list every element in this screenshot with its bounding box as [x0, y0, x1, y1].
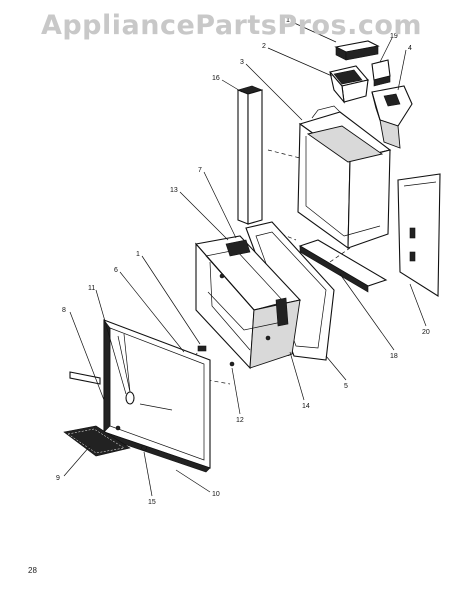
- callout-10: 10: [212, 491, 220, 498]
- callout-17: 17: [286, 17, 294, 24]
- part-18-strip: [298, 239, 388, 293]
- callout-14: 14: [302, 403, 310, 410]
- callout-2: 2: [262, 43, 266, 50]
- part-19-bracket: [371, 59, 391, 87]
- part-4-chute: [371, 85, 413, 149]
- leader-lines: [63, 21, 427, 497]
- part-9-grille: [63, 425, 131, 457]
- callout-15: 15: [148, 499, 156, 506]
- callout-3: 3: [240, 59, 244, 66]
- callout-8: 8: [62, 307, 66, 314]
- part-8-door-panel: [99, 319, 211, 473]
- callout-19: 19: [390, 33, 398, 40]
- callout-18: 18: [390, 353, 398, 360]
- callout-labels: 17 19 2 4 3 16 7 13 1 6 11 8 9 15 10 12 …: [56, 17, 430, 506]
- page-number: 28: [28, 566, 37, 575]
- callout-4: 4: [408, 45, 412, 52]
- part-2-ice-bin: [328, 65, 370, 104]
- callout-1: 1: [136, 251, 140, 258]
- part-10-screw: [115, 425, 121, 431]
- part-12-screw: [229, 361, 235, 367]
- callout-9: 9: [56, 475, 60, 482]
- part-13-inner-liner: [194, 235, 302, 370]
- callout-6: 6: [114, 267, 118, 274]
- part-3-housing: [297, 105, 392, 250]
- callout-12: 12: [236, 417, 244, 424]
- part-20-side-panel: [397, 173, 441, 297]
- callout-16: 16: [212, 75, 220, 82]
- part-17-cover: [334, 40, 380, 61]
- callout-13: 13: [170, 187, 178, 194]
- part-15-screw: [141, 445, 147, 451]
- callout-5: 5: [344, 383, 348, 390]
- part-1-clip: [197, 345, 207, 352]
- callout-7: 7: [198, 167, 202, 174]
- callout-11: 11: [88, 285, 95, 292]
- callout-20: 20: [422, 329, 430, 336]
- part-16-foam-block: [237, 85, 263, 225]
- part-8-trim-strip: [69, 371, 101, 385]
